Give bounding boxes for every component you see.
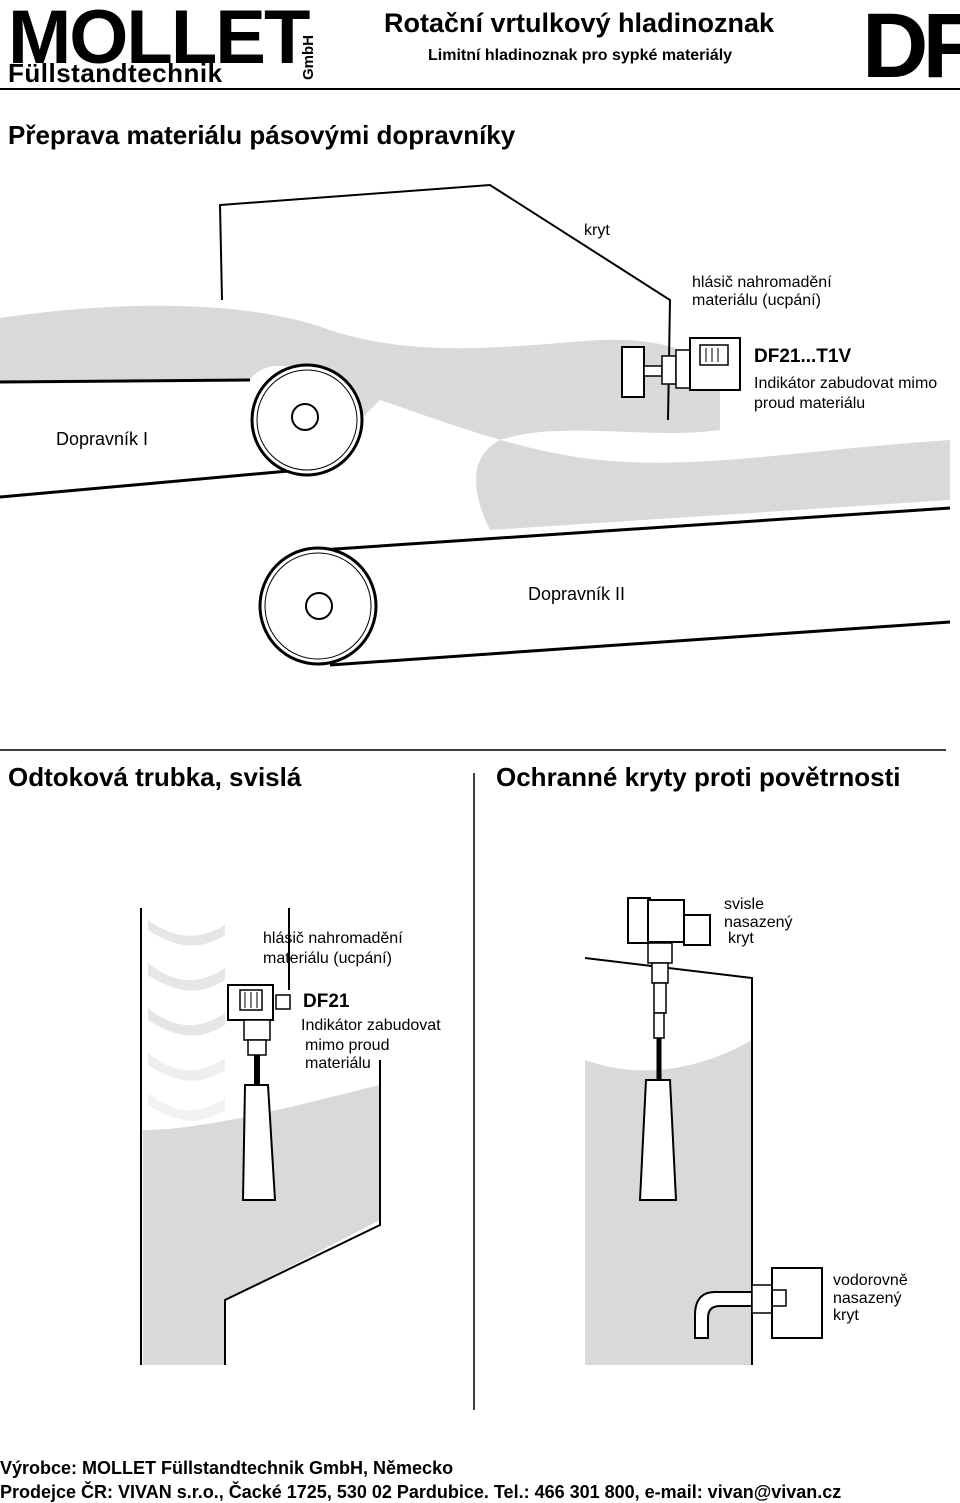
label-indicator-line2: proud materiálu bbox=[754, 395, 866, 412]
section3-title: Ochranné kryty proti povětrnosti bbox=[496, 762, 901, 792]
label-pipe-indicator-line3: materiálu bbox=[305, 1055, 371, 1072]
conveyor2-belt-top bbox=[319, 506, 951, 552]
conveyor2-axle bbox=[305, 592, 333, 620]
label-detector-line1: hlásič nahromadění bbox=[692, 274, 832, 291]
label-model-df21-t1v: DF21...T1V bbox=[754, 346, 852, 367]
page-title: Rotační vrtulkový hladinoznak bbox=[384, 8, 775, 38]
header-divider bbox=[0, 88, 960, 90]
conveyor1-belt-bottom bbox=[0, 468, 301, 499]
label-pipe-detector-line2: materiálu (ucpání) bbox=[263, 950, 392, 967]
label-cover: kryt bbox=[584, 222, 610, 239]
page-subtitle: Limitní hladinoznak pro sypké materiály bbox=[428, 47, 733, 64]
section1-title: Přeprava materiálu pásovými dopravníky bbox=[8, 120, 516, 150]
silo-material-fill bbox=[585, 1040, 752, 1365]
label-vertical-cover-line3: kryt bbox=[728, 930, 754, 947]
label-pipe-indicator-line1: Indikátor zabudovat bbox=[301, 1017, 441, 1034]
label-model-df21: DF21 bbox=[303, 991, 350, 1012]
label-pipe-indicator-line2: mimo proud bbox=[305, 1037, 390, 1054]
label-conveyor1: Dopravník I bbox=[56, 429, 149, 449]
conveyor1-belt-top bbox=[0, 378, 251, 384]
pipe-right-wall bbox=[224, 908, 381, 1365]
label-detector-line2: materiálu (ucpání) bbox=[692, 292, 821, 309]
sensor-vertical-cover bbox=[627, 897, 711, 1201]
conveyor1-axle bbox=[291, 403, 319, 431]
label-vertical-cover-line1: svisle bbox=[724, 896, 765, 913]
pipe-material-fill bbox=[143, 1085, 380, 1365]
conveyor2-belt-bottom bbox=[329, 620, 951, 667]
conveyor1-pulley-inner bbox=[256, 369, 358, 471]
label-pipe-detector-line1: hlásič nahromadění bbox=[263, 930, 403, 947]
footer-dealer: Prodejce ČR: VIVAN s.r.o., Čacké 1725, 5… bbox=[0, 1482, 842, 1502]
label-vertical-cover-line2: nasazený bbox=[724, 914, 793, 931]
label-indicator-line1: Indikátor zabudovat mimo bbox=[754, 375, 938, 392]
label-horizontal-cover-line2: nasazený bbox=[833, 1290, 902, 1307]
mollet-logo: MOLLET bbox=[8, 0, 310, 80]
sensor-df21 bbox=[227, 984, 291, 1201]
section2-title: Odtoková trubka, svislá bbox=[8, 762, 302, 792]
label-conveyor2: Dopravník II bbox=[528, 584, 626, 604]
conveyor2-pulley-inner bbox=[264, 552, 372, 660]
footer-manufacturer: Výrobce: MOLLET Füllstandtechnik GmbH, N… bbox=[0, 1458, 454, 1478]
silo-wall bbox=[584, 957, 753, 1365]
sensor-horizontal-cover bbox=[694, 1267, 823, 1339]
df-product-logo: DF bbox=[862, 0, 960, 97]
cover-housing bbox=[218, 183, 672, 421]
material-flow-conveyor1 bbox=[0, 305, 950, 530]
label-horizontal-cover-line3: kryt bbox=[833, 1307, 859, 1324]
label-horizontal-cover-line1: vodorovně bbox=[833, 1272, 908, 1289]
sensor-df21-t1v bbox=[621, 337, 741, 398]
mollet-logo-subtitle: Füllstandtechnik bbox=[8, 58, 223, 88]
